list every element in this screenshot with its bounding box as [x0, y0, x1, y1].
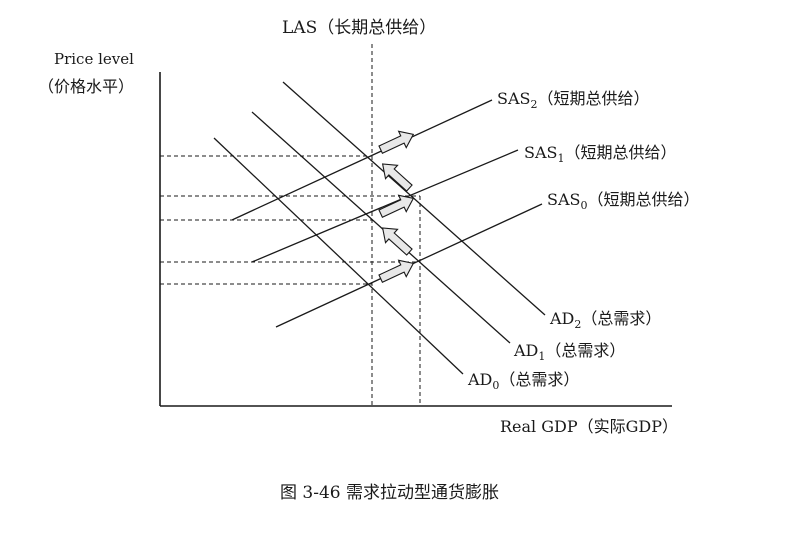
- ad2-label-suffix: （总需求）: [581, 309, 661, 328]
- sas2-curve: [231, 99, 493, 221]
- up-left-arrow-icon: [381, 163, 413, 192]
- figure-caption: 图 3-46 需求拉动型通货膨胀: [280, 483, 499, 503]
- ad0-label-sub: 0: [492, 379, 499, 392]
- sas1-label-suffix: （短期总供给）: [564, 143, 676, 162]
- shift-arrows: [378, 130, 415, 283]
- sas2-label-sub: 2: [530, 98, 537, 111]
- sas2-label: SAS2（短期总供给）: [497, 89, 650, 111]
- sas1-curve: [251, 149, 519, 263]
- ad2-label: AD2（总需求）: [549, 309, 661, 331]
- sas1-label-sub: 1: [557, 152, 564, 165]
- las-label: LAS（长期总供给）: [282, 18, 436, 38]
- sas2-label-base: SAS: [497, 89, 530, 108]
- x-axis-label: Real GDP（实际GDP）: [500, 417, 678, 436]
- sas0-label-sub: 0: [580, 199, 587, 212]
- ad0-label-suffix: （总需求）: [499, 370, 579, 389]
- ad0-label-base: AD: [467, 370, 492, 389]
- ad1-curve: [251, 111, 511, 344]
- ad2-curve: [282, 81, 546, 316]
- right-arrow-icon: [378, 130, 415, 154]
- ad1-label-suffix: （总需求）: [545, 341, 625, 360]
- sas0-label: SAS0（短期总供给）: [547, 190, 700, 212]
- ad1-label-sub: 1: [538, 350, 545, 363]
- sas0-label-suffix: （短期总供给）: [587, 190, 699, 209]
- y-axis-label-line1: Price level: [54, 50, 134, 68]
- ad2-label-base: AD: [549, 309, 574, 328]
- sas0-label-base: SAS: [547, 190, 580, 209]
- sas1-label-base: SAS: [524, 143, 557, 162]
- sas1-label: SAS1（短期总供给）: [524, 143, 677, 165]
- ad1-label: AD1（总需求）: [513, 341, 625, 363]
- ad0-label: AD0（总需求）: [467, 370, 579, 392]
- y-axis-label-line2: （价格水平）: [38, 77, 134, 96]
- up-left-arrow-icon: [381, 227, 413, 256]
- ad1-label-base: AD: [513, 341, 538, 360]
- right-arrow-icon: [378, 194, 415, 218]
- right-arrow-icon: [378, 259, 415, 283]
- ad2-label-sub: 2: [574, 318, 581, 331]
- sas2-label-suffix: （短期总供给）: [537, 89, 649, 108]
- ad0-curve: [213, 137, 464, 375]
